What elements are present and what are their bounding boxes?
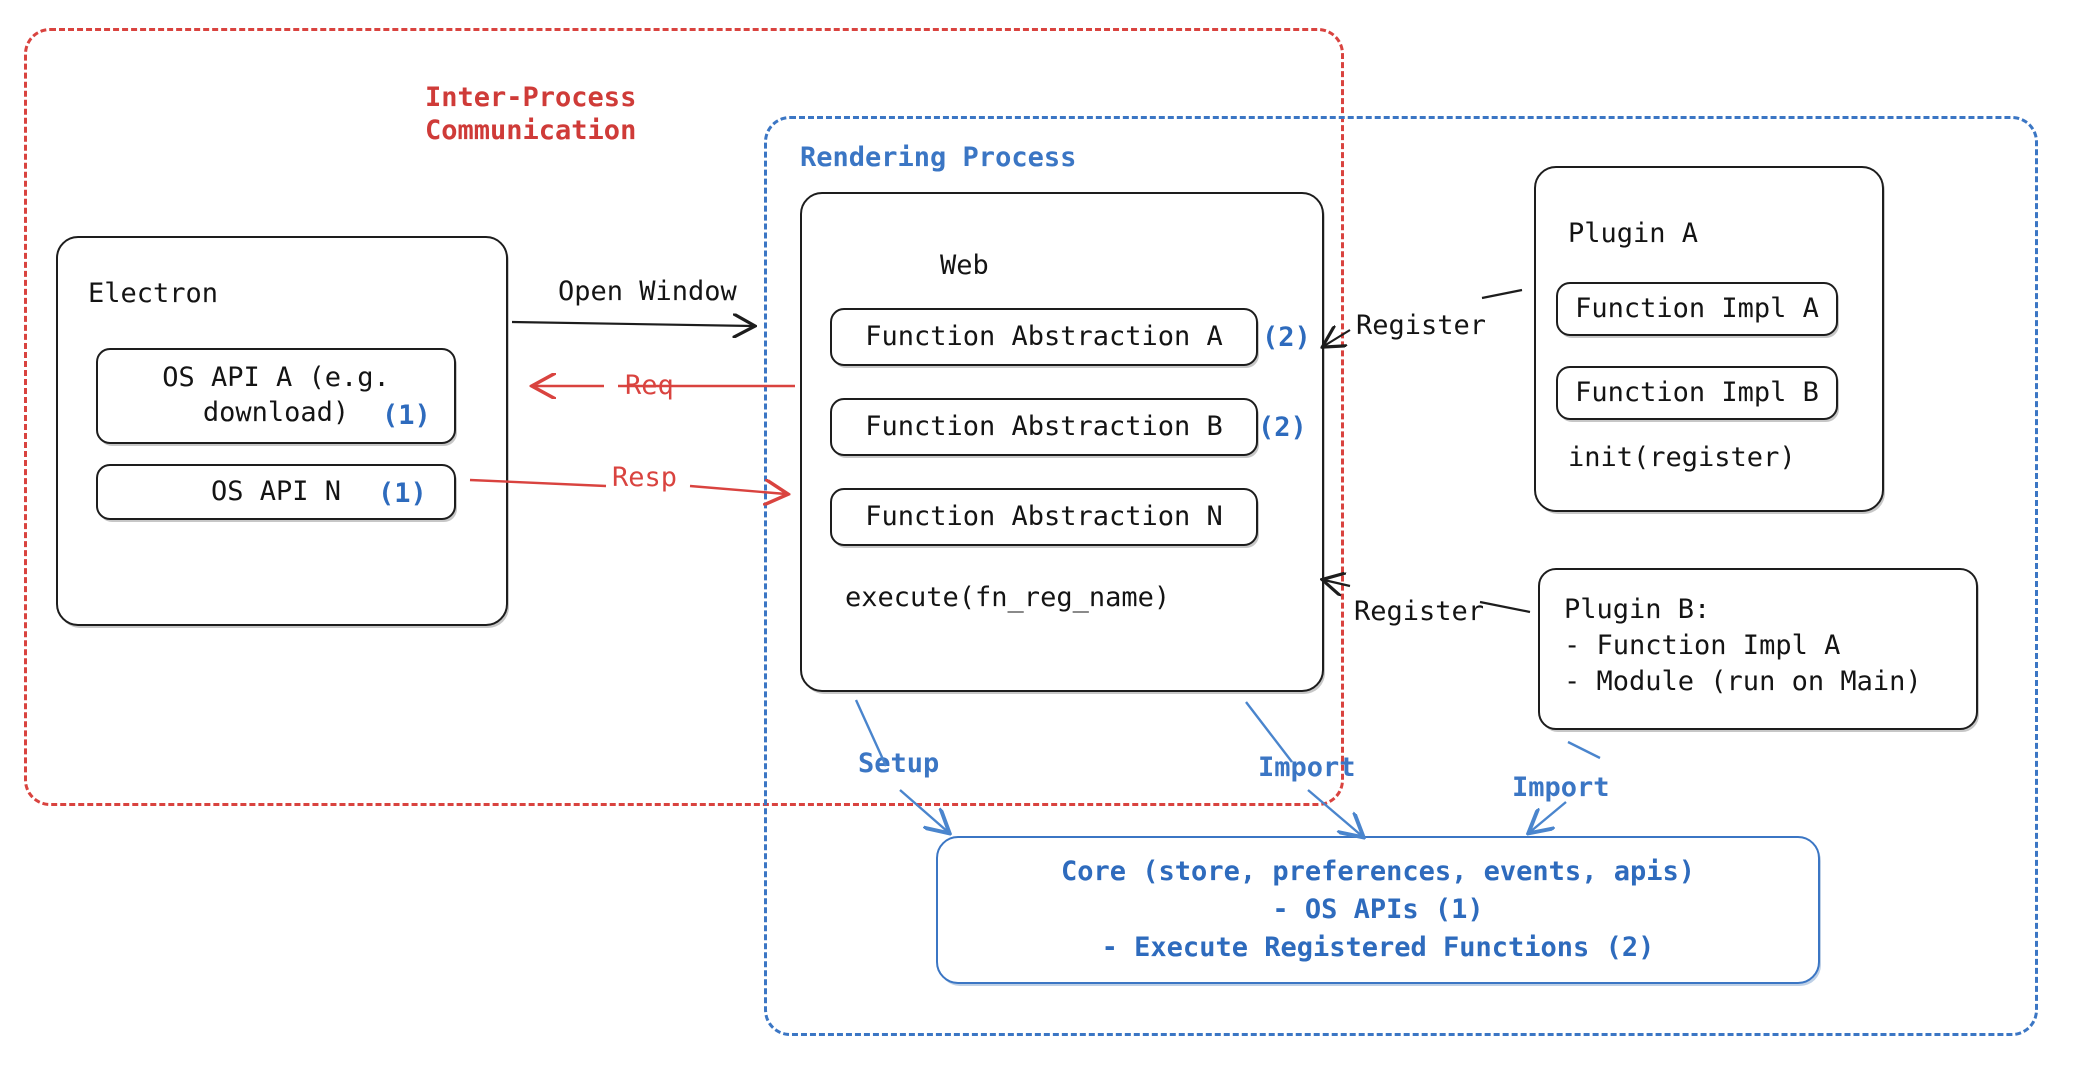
plugin-b-text: Plugin B: - Function Impl A - Module (ru… xyxy=(1564,594,1922,698)
group-rendering-process xyxy=(764,116,2038,1036)
plugin-a-init-label: init(register) xyxy=(1568,442,1796,473)
os-api-n-label: OS API N xyxy=(210,475,342,507)
function-abstraction-a-label: Function Abstraction A xyxy=(865,320,1223,352)
plugin-a-label: Plugin A xyxy=(1568,218,1699,249)
function-abstraction-b-box[interactable]: Function Abstraction B xyxy=(830,398,1258,456)
os-api-a-label: OS API A (e.g. download) xyxy=(162,362,390,428)
plugin-a-function-impl-b-box[interactable]: Function Impl B xyxy=(1556,366,1838,420)
function-abstraction-b-marker: (2) xyxy=(1258,412,1307,443)
core-line-3: - Execute Registered Functions (2) xyxy=(1101,932,1655,964)
edge-label-resp: Resp xyxy=(612,462,678,493)
core-box[interactable]: Core (store, preferences, events, apis) … xyxy=(936,836,1820,984)
os-api-n-box[interactable]: OS API N xyxy=(96,464,456,520)
core-line-2: - OS APIs (1) xyxy=(1272,893,1484,925)
group-inter-process-communication xyxy=(24,28,1344,806)
plugin-a-box[interactable] xyxy=(1534,166,1884,512)
os-api-n-marker: (1) xyxy=(378,478,427,509)
group-title-ipc: Inter-Process Communication xyxy=(425,82,637,146)
function-abstraction-b-label: Function Abstraction B xyxy=(865,410,1223,442)
plugin-a-function-impl-a-box[interactable]: Function Impl A xyxy=(1556,282,1838,336)
electron-label: Electron xyxy=(88,278,219,309)
function-abstraction-a-box[interactable]: Function Abstraction A xyxy=(830,308,1258,366)
function-abstraction-n-box[interactable]: Function Abstraction N xyxy=(830,488,1258,546)
edge-label-import-web: Import xyxy=(1258,752,1356,783)
edge-label-open-window: Open Window xyxy=(558,276,737,307)
web-label: Web xyxy=(940,250,989,281)
os-api-a-marker: (1) xyxy=(382,400,431,431)
function-abstraction-a-marker: (2) xyxy=(1262,322,1311,353)
plugin-a-function-impl-a-label: Function Impl A xyxy=(1575,292,1819,324)
core-line-1: Core (store, preferences, events, apis) xyxy=(1061,855,1695,887)
group-title-rendering-process: Rendering Process xyxy=(800,142,1077,173)
web-execute-label: execute(fn_reg_name) xyxy=(845,582,1171,613)
plugin-b-box[interactable] xyxy=(1538,568,1978,730)
edge-label-setup: Setup xyxy=(858,748,940,779)
function-abstraction-n-label: Function Abstraction N xyxy=(865,500,1223,532)
os-api-a-box[interactable]: OS API A (e.g. download) xyxy=(96,348,456,444)
plugin-a-function-impl-b-label: Function Impl B xyxy=(1575,376,1819,408)
edge-label-req: Req xyxy=(625,370,674,401)
edge-label-import-plugin-b: Import xyxy=(1512,772,1610,803)
edge-label-register-plugin-b: Register xyxy=(1354,596,1485,627)
edge-label-register-plugin-a: Register xyxy=(1356,310,1487,341)
